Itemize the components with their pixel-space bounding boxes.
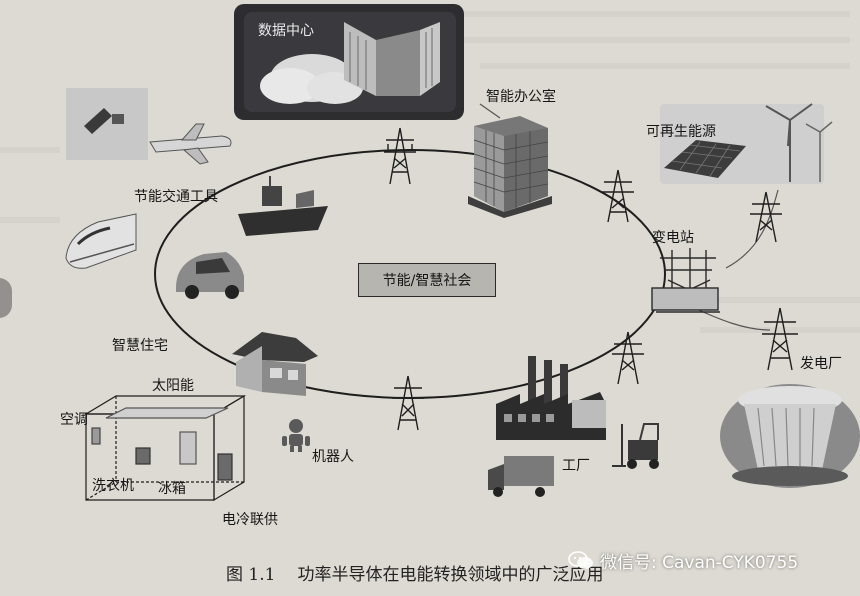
robot-image <box>282 419 310 452</box>
data-center-image <box>234 4 464 120</box>
satellite-image <box>66 88 148 160</box>
wechat-watermark: 微信号: Cavan-CYK0755 <box>568 548 798 573</box>
side-scroll-handle[interactable] <box>0 278 12 318</box>
label-air-conditioner: 空调 <box>60 412 88 428</box>
label-chp: 电冷联供 <box>222 512 278 528</box>
connector-smart-office <box>479 103 501 119</box>
label-renewable-energy: 可再生能源 <box>646 124 716 140</box>
forklift-image <box>612 423 659 469</box>
center-society-label: 节能/智慧社会 <box>382 273 472 289</box>
smart-home-wireframe <box>83 394 247 502</box>
label-refrigerator: 冰箱 <box>158 481 186 497</box>
background-text-lines <box>0 11 860 333</box>
figure-caption: 图 1.1 功率半导体在电能转换领域中的广泛应用 <box>226 560 603 585</box>
connector-renewable <box>725 189 779 269</box>
label-power-plant: 发电厂 <box>800 356 842 372</box>
label-factory: 工厂 <box>562 458 590 474</box>
label-substation: 变电站 <box>652 230 694 246</box>
figure-caption-text: 功率半导体在电能转换领域中的广泛应用 <box>297 565 604 585</box>
truck-image <box>488 456 554 497</box>
house-image <box>232 332 318 396</box>
train-image <box>65 213 137 269</box>
renewable-energy-image <box>660 103 833 184</box>
substation-image <box>651 248 720 313</box>
label-smart-home: 智慧住宅 <box>112 338 168 354</box>
figure-number: 图 1.1 <box>226 565 276 585</box>
wechat-icon <box>568 550 594 572</box>
label-smart-office: 智能办公室 <box>486 89 556 105</box>
label-data-center: 数据中心 <box>258 23 314 39</box>
power-plant-image <box>720 384 860 488</box>
car-image <box>176 252 244 299</box>
label-robot: 机器人 <box>312 449 354 465</box>
center-society-box: 节能/智慧社会 <box>358 263 496 297</box>
airplane-image <box>149 123 232 165</box>
watermark-text: 微信号: Cavan-CYK0755 <box>600 553 799 573</box>
ship-image <box>238 176 328 236</box>
label-solar: 太阳能 <box>152 378 194 394</box>
power-tower-icons <box>384 127 798 431</box>
office-building-image <box>468 116 552 218</box>
factory-image <box>496 356 606 440</box>
label-washing-machine: 洗衣机 <box>92 478 134 494</box>
label-transport: 节能交通工具 <box>134 189 218 205</box>
